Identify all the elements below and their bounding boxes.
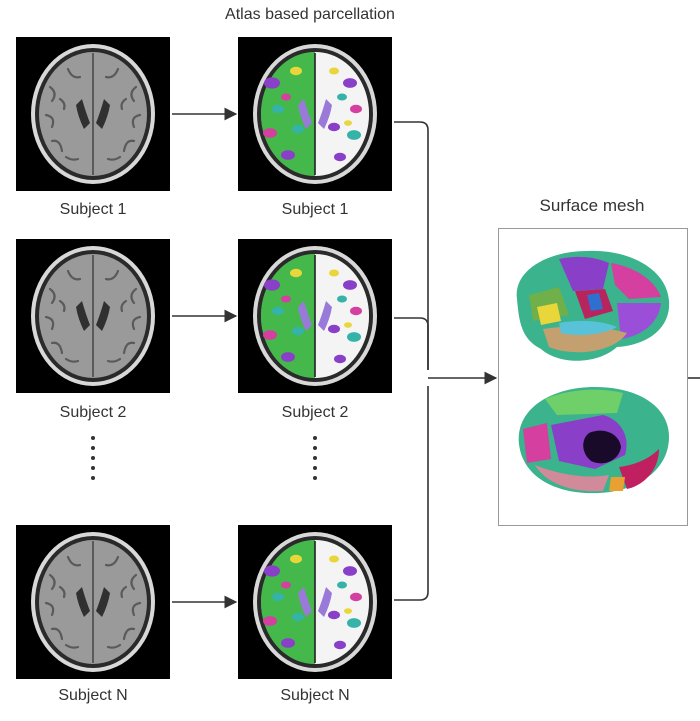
- mri-subject-1: [16, 37, 170, 191]
- surface-mesh-panel: [498, 228, 688, 526]
- ellipsis-raw: [91, 436, 95, 480]
- ellipsis-parc: [313, 436, 317, 480]
- surface-mesh-title: Surface mesh: [539, 196, 645, 215]
- connector-subject-1: [394, 121, 429, 370]
- medial-brain-surface: [518, 387, 669, 494]
- label-parc-subject-2: Subject 2: [281, 404, 349, 421]
- parcellation-subject-1: [238, 37, 392, 191]
- parcellation-subject-2: [238, 239, 392, 393]
- surface-mesh-illustration: [516, 250, 670, 494]
- mri-subject-n: [16, 525, 170, 679]
- label-raw-subject-1: Subject 1: [59, 201, 127, 218]
- lateral-brain-surface: [516, 250, 670, 361]
- atlas-parcellation-title: Atlas based parcellation: [225, 6, 395, 23]
- mri-subject-2: [16, 239, 170, 393]
- label-parc-subject-1: Subject 1: [281, 201, 349, 218]
- label-raw-subject-2: Subject 2: [59, 404, 127, 421]
- parcellation-subject-n: [238, 525, 392, 679]
- connector-subject-n: [394, 386, 429, 601]
- label-raw-subject-n: Subject N: [58, 687, 128, 704]
- connector-subject-2: [394, 317, 429, 370]
- label-parc-subject-n: Subject N: [280, 687, 350, 704]
